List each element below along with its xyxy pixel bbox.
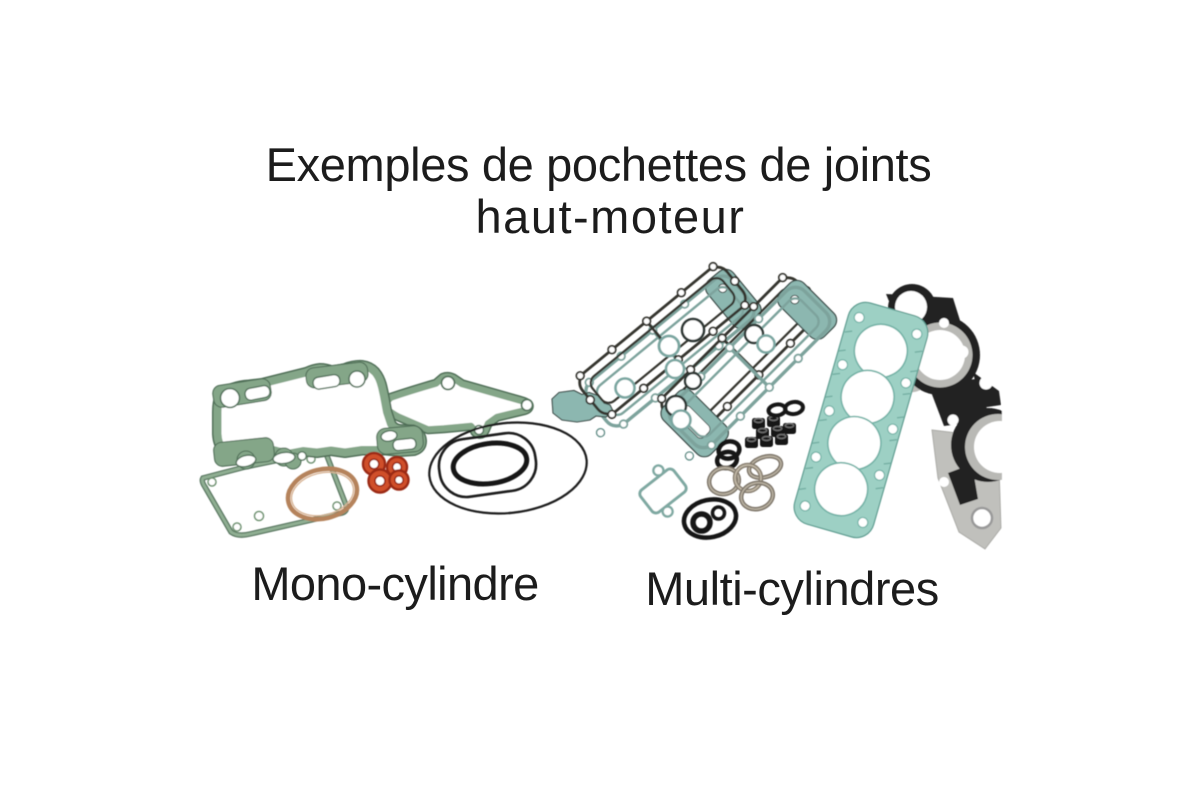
- svg-text:Multi-cylindres: Multi-cylindres: [645, 562, 939, 615]
- svg-text:Exemples de pochettes de joint: Exemples de pochettes de joints: [266, 138, 932, 191]
- svg-text:Mono-cylindre: Mono-cylindre: [251, 557, 538, 610]
- svg-text:haut-moteur: haut-moteur: [476, 190, 746, 243]
